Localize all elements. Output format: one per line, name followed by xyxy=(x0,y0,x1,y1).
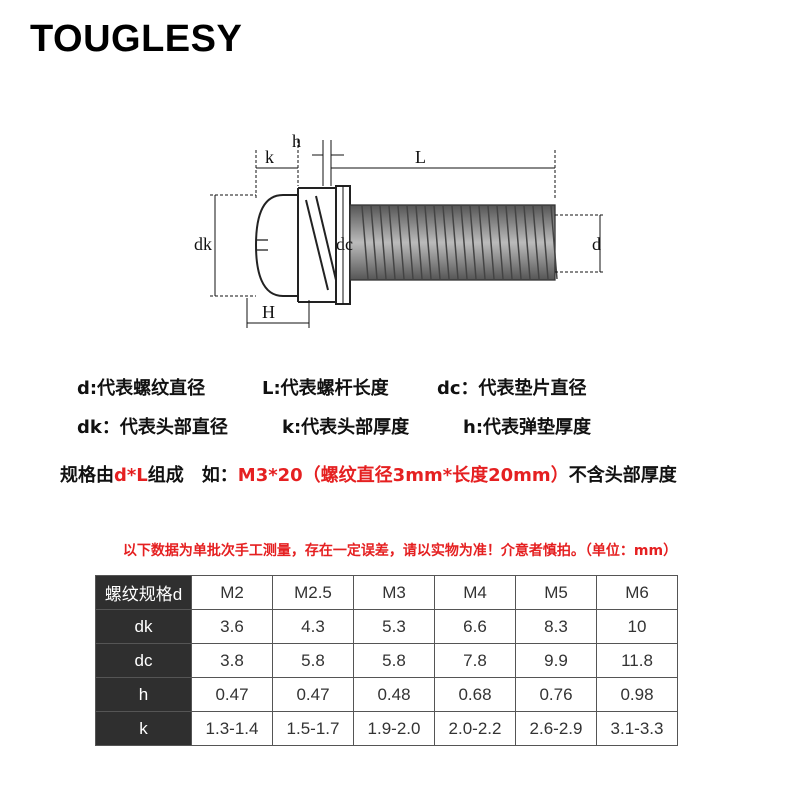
thread-stripe xyxy=(361,205,369,280)
table-cell: 3.6 xyxy=(191,609,273,644)
thread-stripe xyxy=(433,205,441,280)
table-cell: 3.8 xyxy=(191,643,273,678)
table-size-cell: M6 xyxy=(596,575,678,610)
definition-d: d:代表螺纹直径 xyxy=(77,378,206,399)
table-cell: 0.68 xyxy=(434,677,516,712)
table-cell: 8.3 xyxy=(515,609,597,644)
definition-dc: dc：代表垫片直径 xyxy=(437,378,587,399)
table-size-cell: M3 xyxy=(353,575,435,610)
table-row-header: 螺纹规格d M2 M2.5 M3 M4 M5 M6 xyxy=(95,575,678,610)
table-cell: 5.8 xyxy=(353,643,435,678)
thread-stripe xyxy=(505,205,513,280)
table-row-label: dk xyxy=(95,609,192,644)
thread-stripe xyxy=(415,205,423,280)
thread-stripe xyxy=(550,205,558,280)
thread-stripe xyxy=(406,205,414,280)
table-cell: 11.8 xyxy=(596,643,678,678)
table-cell: 10 xyxy=(596,609,678,644)
label-d: d xyxy=(592,234,601,254)
label-h: h xyxy=(292,131,301,151)
measurement-note: 以下数据为单批次手工测量，存在一定误差，请以实物为准！介意者慎拍。（单位：mm） xyxy=(122,543,678,559)
table-cell: 4.3 xyxy=(272,609,354,644)
thread-stripe xyxy=(460,205,468,280)
table-cell: 0.98 xyxy=(596,677,678,712)
table-cell: 6.6 xyxy=(434,609,516,644)
thread-stripe xyxy=(370,205,378,280)
thread-stripe xyxy=(496,205,504,280)
example-sample: M3*20（螺纹直径3mm*长度20mm） xyxy=(237,465,569,486)
example-formula: d*L xyxy=(114,465,148,486)
table-cell: 5.3 xyxy=(353,609,435,644)
definition-L: L:代表螺杆长度 xyxy=(262,378,389,399)
thread-stripe xyxy=(532,205,540,280)
table-row: dk 3.6 4.3 5.3 6.6 8.3 10 xyxy=(95,609,678,644)
thread-stripe xyxy=(451,205,459,280)
table-row-label: h xyxy=(95,677,192,712)
table-header-label: 螺纹规格d xyxy=(95,575,192,610)
label-dk: dk xyxy=(194,234,212,254)
thread-stripe xyxy=(442,205,450,280)
table-cell: 7.8 xyxy=(434,643,516,678)
thread-stripe xyxy=(523,205,531,280)
label-H: H xyxy=(262,302,275,322)
table-row-label: dc xyxy=(95,643,192,678)
definition-dk: dk：代表头部直径 xyxy=(77,417,228,438)
thread-stripe xyxy=(388,205,396,280)
example-middle: 组成 如： xyxy=(147,465,238,486)
table-size-cell: M5 xyxy=(515,575,597,610)
label-L: L xyxy=(415,147,426,167)
spec-example: 规格由d*L组成 如：M3*20（螺纹直径3mm*长度20mm）不含头部厚度 xyxy=(60,461,677,487)
table-cell: 9.9 xyxy=(515,643,597,678)
spec-table: 螺纹规格d M2 M2.5 M3 M4 M5 M6 dk 3.6 4.3 5.3… xyxy=(95,575,678,746)
table-cell: 3.1-3.3 xyxy=(596,711,678,746)
definition-k: k:代表头部厚度 xyxy=(282,417,410,438)
table-cell: 2.0-2.2 xyxy=(434,711,516,746)
screw-diagram: h k L dk dc d H xyxy=(194,131,605,328)
table-size-cell: M4 xyxy=(434,575,516,610)
table-cell: 0.47 xyxy=(272,677,354,712)
table-cell: 0.47 xyxy=(191,677,273,712)
screw-head xyxy=(254,194,299,297)
thread-stripe xyxy=(514,205,522,280)
table-cell: 1.9-2.0 xyxy=(353,711,435,746)
table-row-label: k xyxy=(95,711,192,746)
table-size-cell: M2.5 xyxy=(272,575,354,610)
table-cell: 1.5-1.7 xyxy=(272,711,354,746)
thread-stripe xyxy=(541,205,549,280)
table-row: dc 3.8 5.8 5.8 7.8 9.9 11.8 xyxy=(95,643,678,678)
example-suffix: 不含头部厚度 xyxy=(568,465,677,486)
definition-h: h:代表弹垫厚度 xyxy=(463,417,592,438)
table-cell: 0.76 xyxy=(515,677,597,712)
example-prefix: 规格由 xyxy=(60,465,114,486)
label-k: k xyxy=(265,147,274,167)
brand-logo: TOUGLESY xyxy=(30,18,243,60)
thread-stripe xyxy=(397,205,405,280)
label-dc: dc xyxy=(336,234,353,254)
table-cell: 5.8 xyxy=(272,643,354,678)
table-cell: 1.3-1.4 xyxy=(191,711,273,746)
thread-stripe xyxy=(379,205,387,280)
table-size-cell: M2 xyxy=(191,575,273,610)
thread-stripe xyxy=(469,205,477,280)
table-row: h 0.47 0.47 0.48 0.68 0.76 0.98 xyxy=(95,677,678,712)
table-row: k 1.3-1.4 1.5-1.7 1.9-2.0 2.0-2.2 2.6-2.… xyxy=(95,711,678,746)
spring-washer xyxy=(297,187,337,303)
table-cell: 0.48 xyxy=(353,677,435,712)
table-cell: 2.6-2.9 xyxy=(515,711,597,746)
thread-stripe xyxy=(424,205,432,280)
thread-stripe xyxy=(478,205,486,280)
thread-stripe xyxy=(487,205,495,280)
